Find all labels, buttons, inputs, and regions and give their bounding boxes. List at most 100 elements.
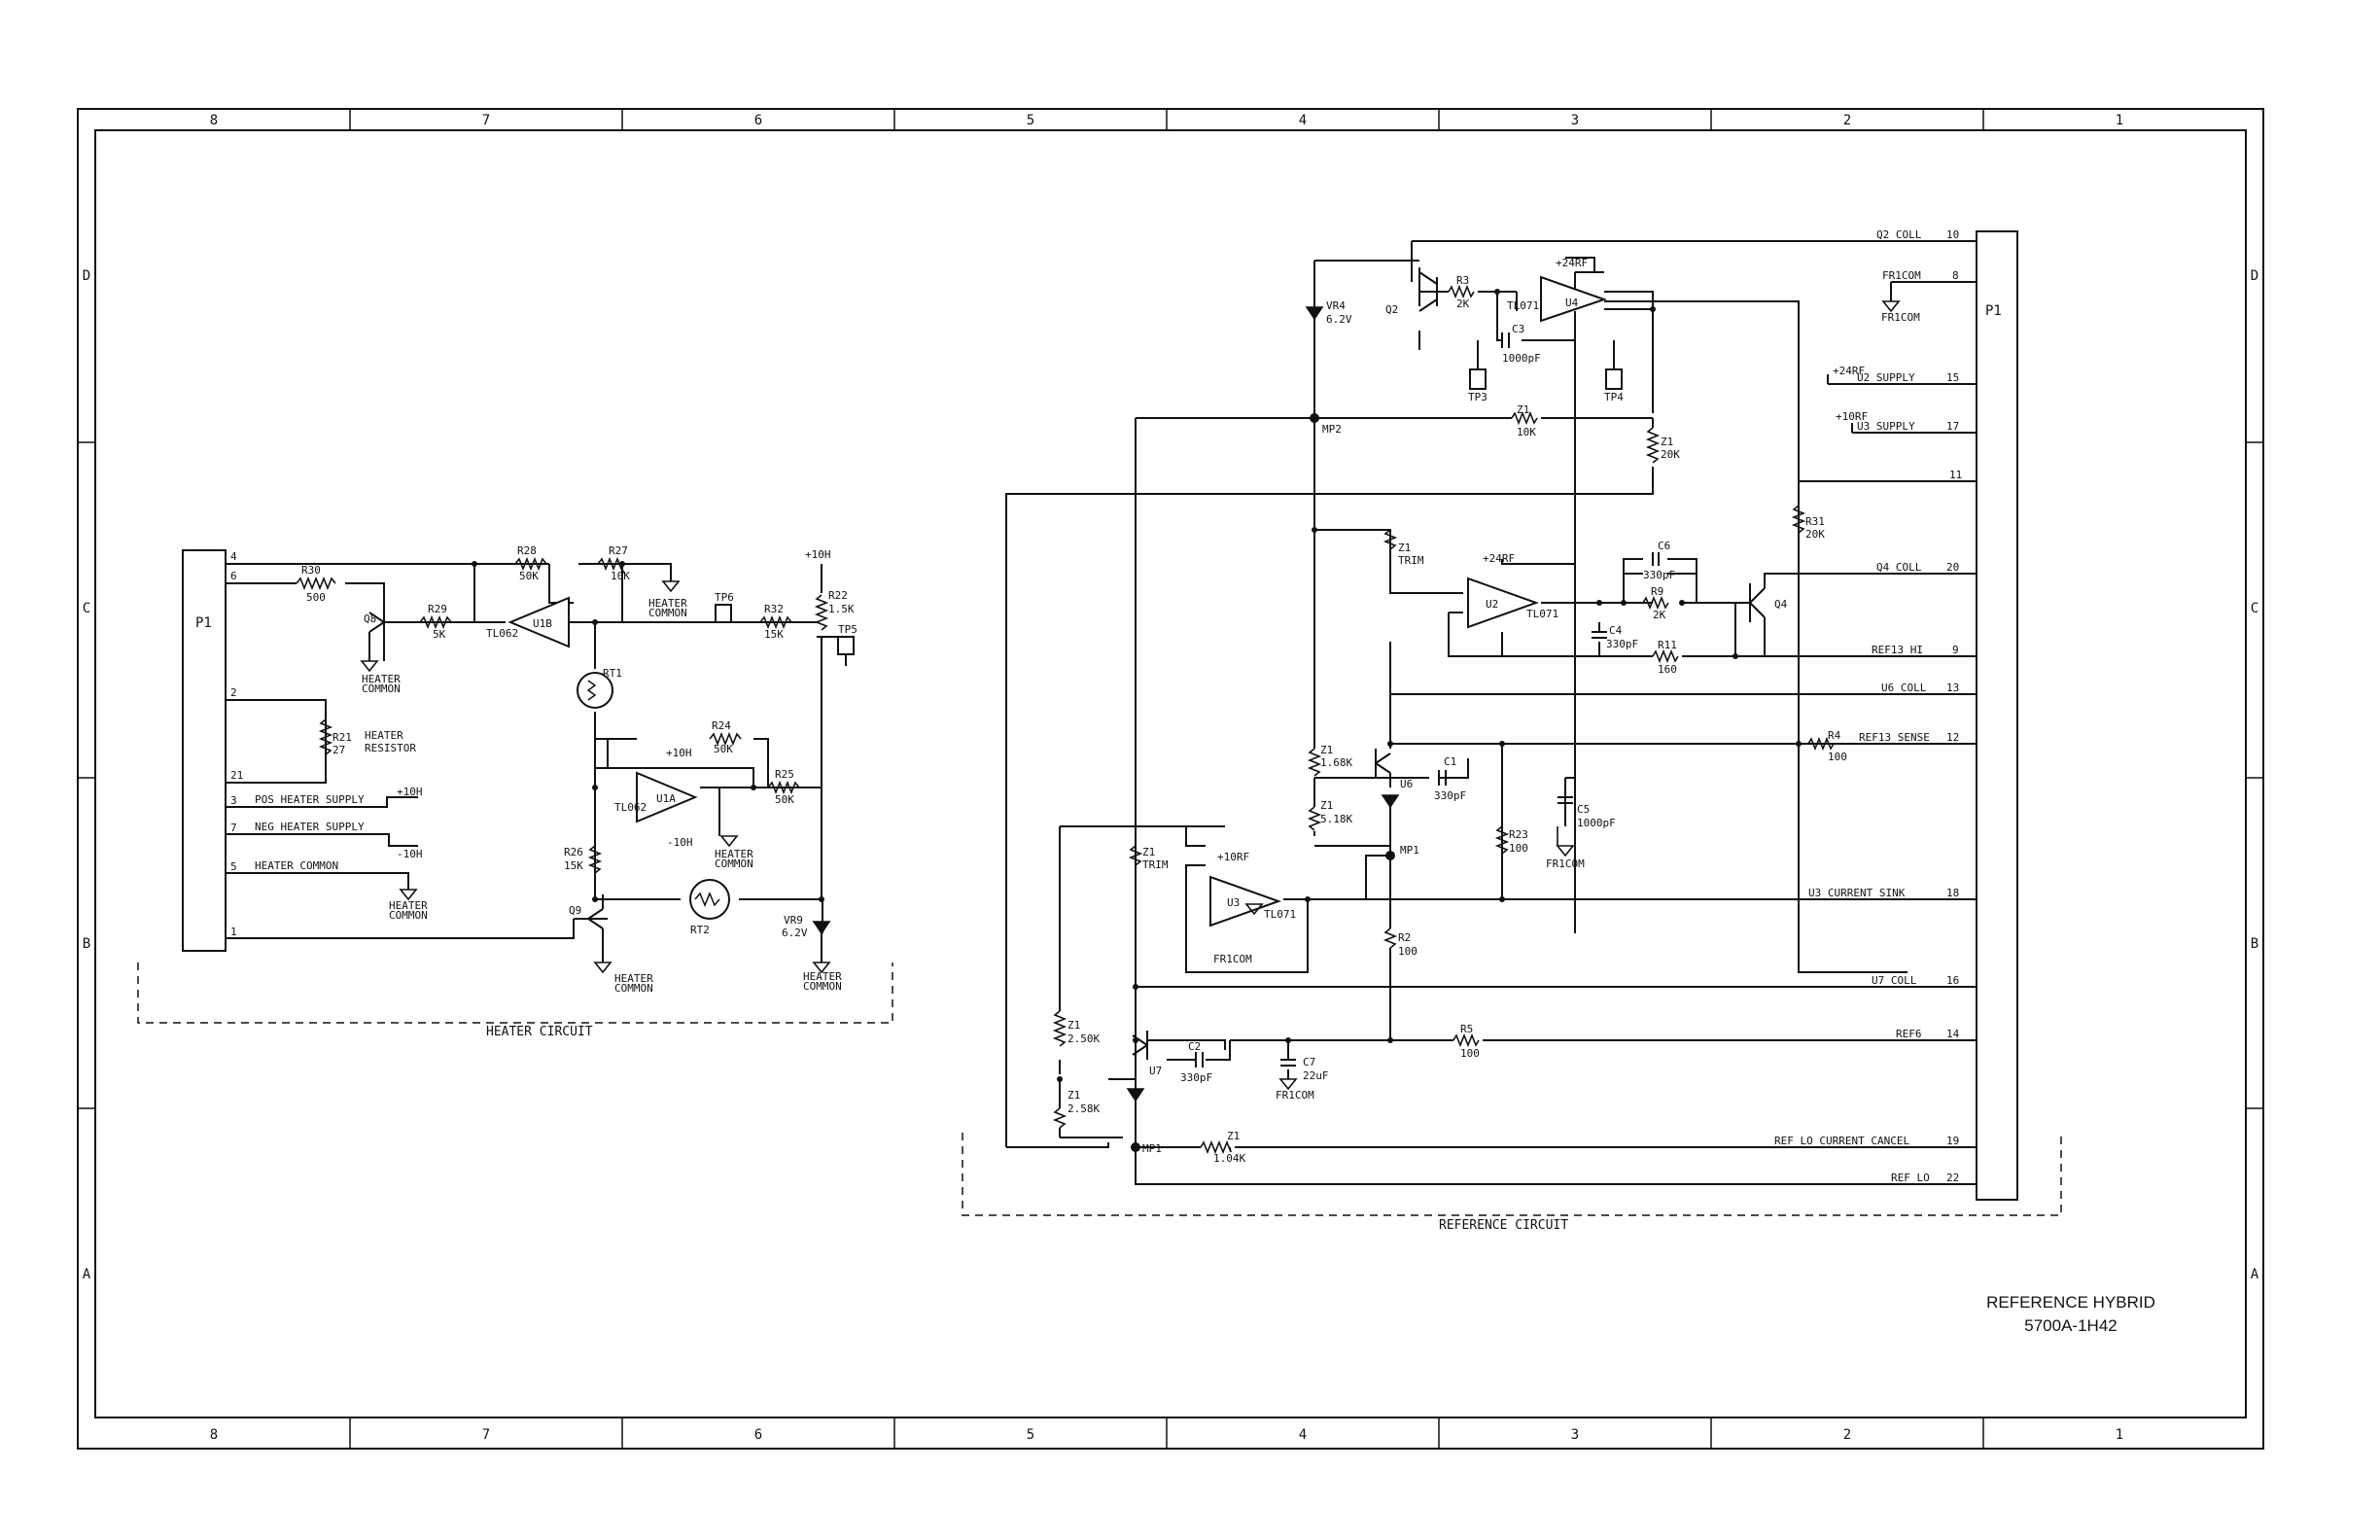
- part-value: 50K: [714, 743, 733, 755]
- zone-row-right: B: [2251, 936, 2258, 952]
- zone-col-bottom: 7: [482, 1427, 490, 1443]
- part-ref: U7: [1149, 1065, 1162, 1077]
- part-ref: R29: [428, 603, 447, 615]
- u6-zener-icon: [1381, 794, 1400, 809]
- z1-104k-resistor-icon: [1200, 1139, 1232, 1155]
- ground-icon: [360, 660, 379, 673]
- part-ref: MP1: [1400, 844, 1419, 857]
- drawing-title: REFERENCE HYBRID: [1986, 1293, 2155, 1312]
- part-value: 1000pF: [1577, 817, 1616, 829]
- net-label: HEATER COMMON: [255, 859, 338, 872]
- part-value: 20K: [1805, 528, 1825, 541]
- part-value: 6.2V: [782, 927, 808, 939]
- part-ref: U4: [1565, 297, 1579, 309]
- supply-label: +10RF: [1217, 851, 1249, 863]
- net-label: U2 SUPPLY: [1857, 371, 1915, 384]
- zone-col-top: 1: [2116, 113, 2123, 128]
- label-heater: HEATER: [614, 972, 653, 985]
- pin-number: 19: [1946, 1135, 1959, 1147]
- u1a-opamp-icon: [636, 771, 698, 823]
- label-heater: HEATER: [715, 848, 753, 860]
- zone-row-right: C: [2251, 601, 2258, 616]
- heater-p1-connector: [182, 549, 227, 952]
- rt1-thermistor-icon: [577, 672, 613, 709]
- r23-resistor-icon: [1494, 825, 1510, 855]
- net-label: REF LO CURRENT CANCEL: [1774, 1135, 1909, 1147]
- r32-resistor-icon: [759, 614, 792, 630]
- part-type: TL071: [1507, 299, 1539, 312]
- zone-row-left: A: [83, 1267, 91, 1282]
- heater-circuit-boundary: [137, 962, 893, 1024]
- pin-number: 1: [230, 926, 237, 938]
- heater-circuit: P1 4 6 2 21 3 7 5 1 POS HEATER SUPPLY NE…: [137, 544, 893, 1039]
- label-heater-resistor: RESISTOR: [365, 742, 416, 754]
- pin-number: 5: [230, 860, 237, 873]
- zone-col-top: 5: [1027, 113, 1034, 128]
- part-ref: R23: [1509, 828, 1528, 841]
- r3-resistor-icon: [1448, 284, 1475, 299]
- zone-col-bottom: 4: [1299, 1427, 1307, 1443]
- part-ref: Z1: [1661, 436, 1673, 448]
- mp1-node: [1385, 851, 1395, 860]
- part-ref: R28: [517, 544, 537, 557]
- pin-number: 6: [230, 570, 237, 582]
- supply-label: -10H: [397, 848, 423, 860]
- inner-border: [94, 129, 2247, 1418]
- part-ref: U2: [1486, 598, 1498, 611]
- part-ref: TP3: [1468, 391, 1488, 403]
- part-ref: U3: [1227, 896, 1240, 909]
- zone-col-bottom: 2: [1843, 1427, 1851, 1443]
- pin-number: 9: [1952, 644, 1959, 656]
- part-value: 330pF: [1434, 789, 1466, 802]
- pin-number: 11: [1949, 469, 1962, 481]
- part-ref: MP1: [1142, 1142, 1162, 1155]
- part-value: 15K: [564, 859, 583, 872]
- ground-icon: [1556, 845, 1575, 858]
- part-value: 20K: [1661, 448, 1680, 461]
- tp3-testpoint-icon: [1469, 368, 1487, 390]
- part-ref: R30: [301, 564, 321, 577]
- part-value: 2K: [1456, 298, 1470, 310]
- zone-col-top: 2: [1843, 113, 1851, 128]
- zone-col-top: 3: [1571, 113, 1579, 128]
- u2-opamp-icon: [1467, 577, 1539, 629]
- vr4-zener-icon: [1305, 306, 1324, 321]
- part-value: 6.2V: [1326, 313, 1352, 326]
- r9-resistor-icon: [1642, 595, 1669, 611]
- supply-label: FR1COM: [1881, 311, 1920, 324]
- z1-258k-resistor-icon: [1052, 1107, 1068, 1129]
- supply-label: FR1COM: [1276, 1089, 1314, 1102]
- part-ref: R22: [828, 589, 848, 602]
- z1-10k-resistor-icon: [1511, 410, 1538, 426]
- part-value: 10K: [1517, 426, 1536, 438]
- part-value: 1.68K: [1320, 756, 1352, 769]
- part-ref: MP2: [1322, 423, 1342, 436]
- net-label: U7 COLL: [1872, 974, 1917, 987]
- part-value: 27: [332, 744, 345, 756]
- net-label: FR1COM: [1882, 269, 1921, 282]
- net-label: REF LO: [1891, 1172, 1930, 1184]
- zone-col-bottom: 1: [2116, 1427, 2123, 1443]
- part-value: 100: [1460, 1047, 1480, 1060]
- label-common: COMMON: [715, 858, 753, 870]
- part-value: 5.18K: [1320, 813, 1352, 825]
- part-ref: C5: [1577, 803, 1590, 816]
- label-common: COMMON: [389, 909, 428, 922]
- label-common: COMMON: [362, 682, 401, 695]
- part-ref: R3: [1456, 274, 1469, 287]
- pin-number: 15: [1946, 371, 1959, 384]
- part-ref: Z1: [1227, 1130, 1240, 1142]
- z1-168k-resistor-icon: [1307, 748, 1322, 777]
- part-ref: VR9: [784, 914, 803, 927]
- ground-icon: [1278, 1078, 1298, 1091]
- part-ref: R26: [564, 846, 583, 858]
- part-value: 500: [306, 591, 326, 604]
- part-ref: RT2: [690, 924, 710, 936]
- part-value: 1.5K: [828, 603, 855, 615]
- zone-row-left: D: [83, 268, 90, 284]
- part-ref: Q8: [364, 612, 376, 625]
- r30-resistor-icon: [296, 576, 336, 591]
- net-label: POS HEATER SUPPLY: [255, 793, 365, 806]
- part-type: TL062: [614, 801, 647, 814]
- zone-col-bottom: 6: [754, 1427, 762, 1443]
